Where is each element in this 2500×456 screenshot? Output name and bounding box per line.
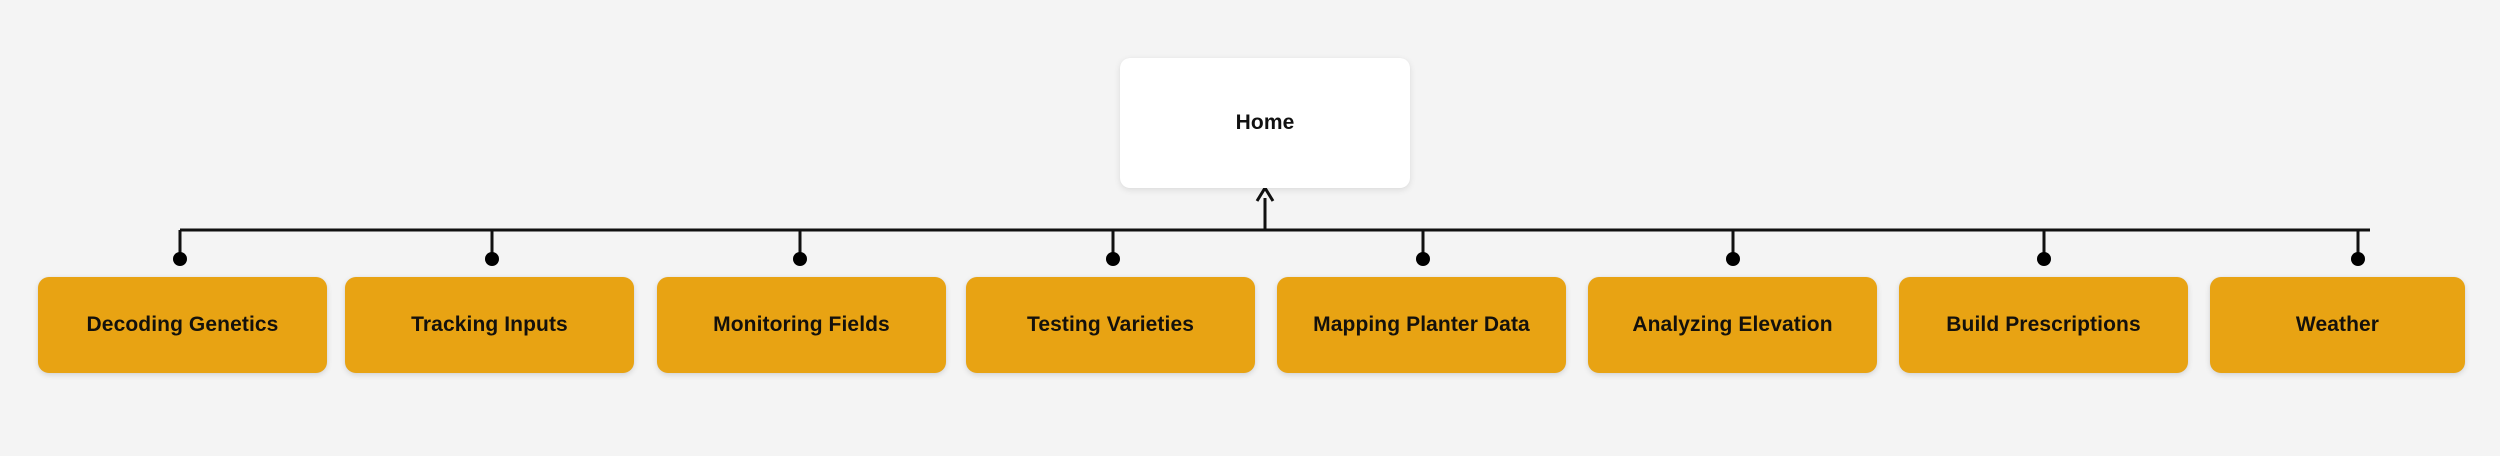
node-label: Build Prescriptions	[1946, 313, 2141, 337]
node-home-label: Home	[1235, 111, 1295, 135]
node-label: Mapping Planter Data	[1313, 313, 1530, 337]
node-analyzing-elevation[interactable]: Analyzing Elevation	[1588, 277, 1877, 373]
node-label: Testing Varieties	[1026, 313, 1195, 337]
connector-dot-mapping-planter-data	[1416, 252, 1430, 266]
connector-dot-testing-varieties	[1106, 252, 1120, 266]
node-label: Weather	[2295, 313, 2380, 337]
connector-dot-weather	[2351, 252, 2365, 266]
node-home[interactable]: Home	[1120, 58, 1410, 188]
connector-dot-decoding-genetics	[173, 252, 187, 266]
connector-dot-tracking-inputs	[485, 252, 499, 266]
connector-dot-build-prescriptions	[2037, 252, 2051, 266]
node-build-prescriptions[interactable]: Build Prescriptions	[1899, 277, 2188, 373]
connector-dot-analyzing-elevation	[1726, 252, 1740, 266]
connector-dot-monitoring-fields	[793, 252, 807, 266]
node-label: Tracking Inputs	[411, 313, 568, 337]
node-monitoring-fields[interactable]: Monitoring Fields	[657, 277, 946, 373]
node-weather[interactable]: Weather	[2210, 277, 2465, 373]
arrowhead-icon	[1255, 185, 1275, 202]
node-tracking-inputs[interactable]: Tracking Inputs	[345, 277, 634, 373]
node-decoding-genetics[interactable]: Decoding Genetics	[38, 277, 327, 373]
node-label: Decoding Genetics	[86, 313, 279, 337]
node-label: Analyzing Elevation	[1632, 313, 1833, 337]
node-mapping-planter-data[interactable]: Mapping Planter Data	[1277, 277, 1566, 373]
node-testing-varieties[interactable]: Testing Varieties	[966, 277, 1255, 373]
node-label: Monitoring Fields	[713, 313, 890, 337]
